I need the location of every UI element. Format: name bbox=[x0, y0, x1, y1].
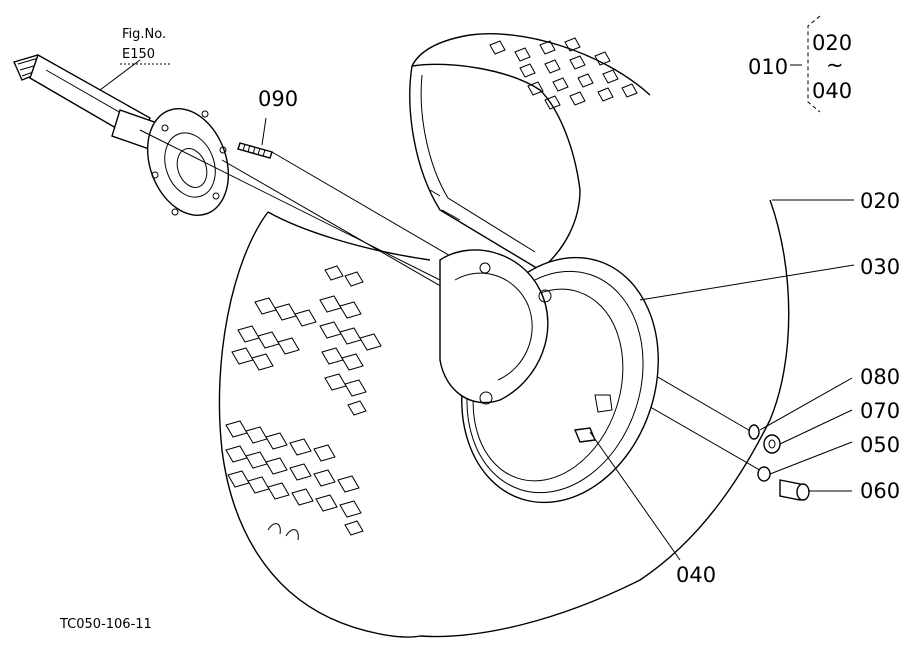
callout-020: 020 bbox=[860, 189, 900, 213]
hub-flange bbox=[146, 108, 230, 216]
range-to-label: 040 bbox=[812, 79, 852, 103]
callout-060: 060 bbox=[860, 479, 900, 503]
range-bracket bbox=[807, 15, 821, 113]
figure-ref-line2: E150 bbox=[122, 47, 155, 62]
callout-030: 030 bbox=[860, 255, 900, 279]
callout-050: 050 bbox=[860, 433, 900, 457]
axle-shaft bbox=[13, 53, 161, 151]
callout-070: 070 bbox=[860, 399, 900, 423]
callout-090: 090 bbox=[258, 87, 298, 111]
figure-ref-line1: Fig.No. bbox=[122, 27, 166, 42]
tire-back-half bbox=[409, 33, 651, 271]
leader-lines bbox=[99, 59, 855, 561]
wheel-rim bbox=[439, 249, 659, 504]
range-tilde: ~ bbox=[826, 53, 844, 77]
hardware bbox=[748, 424, 810, 501]
drawing-code: TC050-106-11 bbox=[59, 617, 152, 632]
wheel-stud bbox=[237, 142, 273, 159]
callout-080: 080 bbox=[860, 365, 900, 389]
tire-front-half bbox=[218, 199, 790, 638]
callout-040: 040 bbox=[676, 563, 716, 587]
range-from-label: 020 bbox=[812, 31, 852, 55]
range-main-label: 010 bbox=[748, 55, 788, 79]
